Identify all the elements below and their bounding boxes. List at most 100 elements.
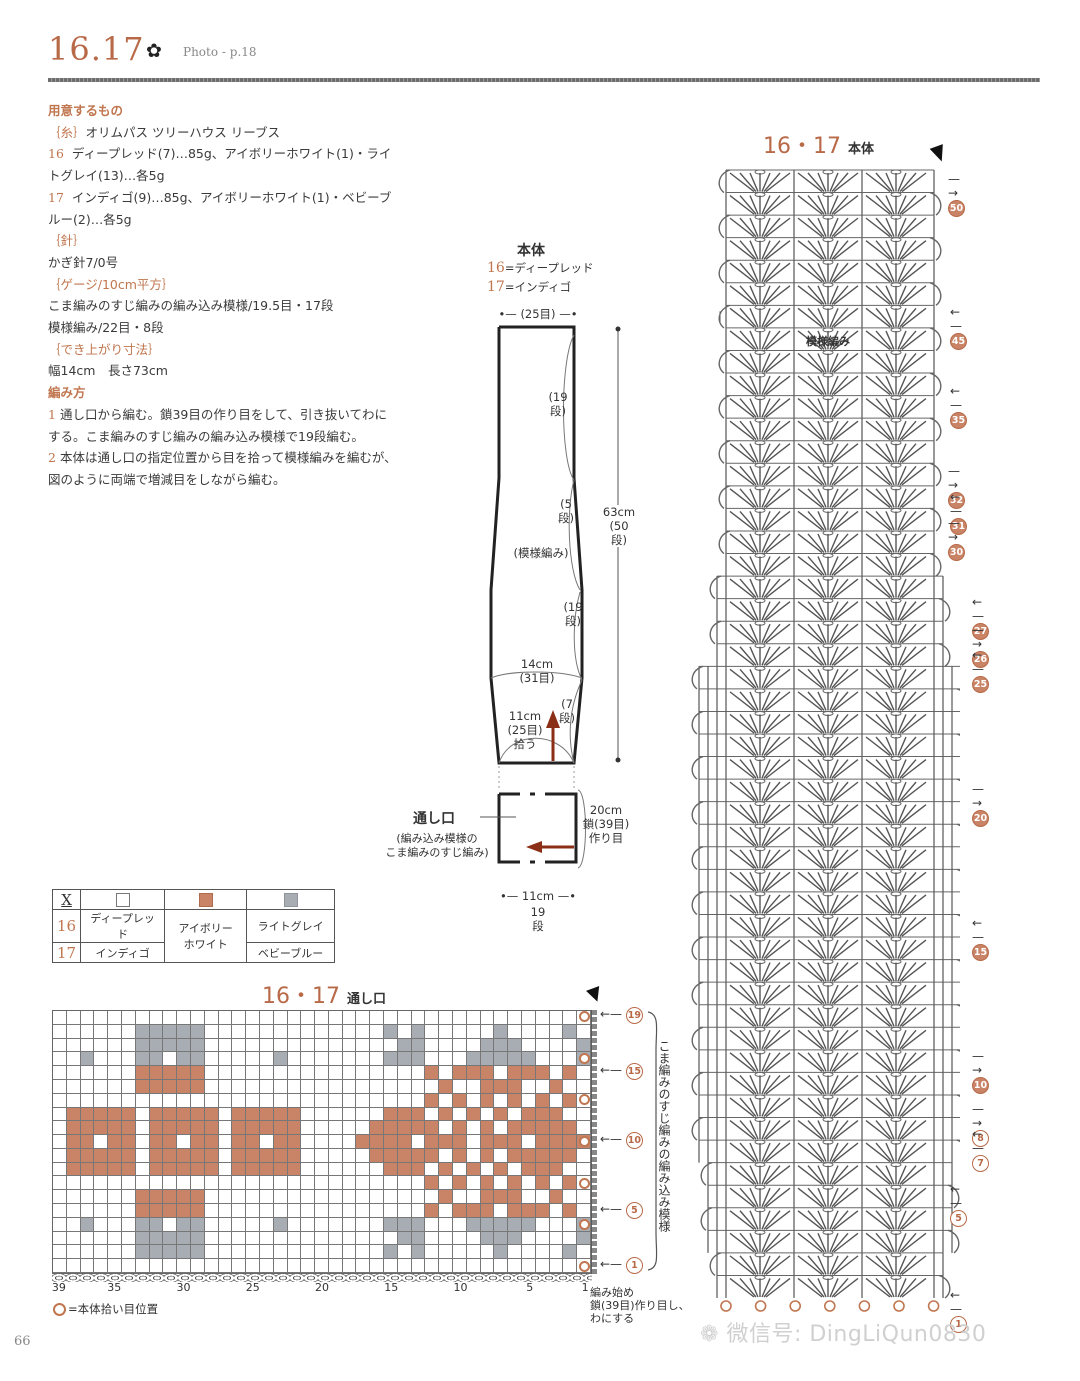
chart-cell (328, 1162, 343, 1177)
chart-cell (287, 1079, 302, 1094)
chart-cell (273, 1204, 288, 1218)
start-note: 編み始め鎖(39目)作り目し、わにする (590, 1286, 690, 1325)
chart-cell (301, 1093, 316, 1108)
chart-cell (522, 1038, 536, 1053)
chart-cell (246, 1079, 260, 1094)
chart-cell (287, 1217, 302, 1232)
chart-cell (315, 1217, 329, 1232)
chart-cell (135, 1176, 150, 1191)
chart-cell (535, 1245, 550, 1260)
step-text: 本体は通し口の指定位置から目を拾って模様編みを編むが、図のように両端で増減目をし… (48, 450, 397, 487)
chart-cell (342, 1024, 357, 1039)
chart-cell (135, 1121, 150, 1136)
size-value: 幅14cm 長さ73cm (48, 363, 168, 379)
label-line: こま編みのすじ編み) (385, 846, 489, 859)
chart-cell (80, 1024, 95, 1039)
yarn-item-17: 17 インディゴ(9)…85g、アイボリーホワイト(1)・ベビーブルー(2)…各… (48, 187, 398, 230)
chart-cell (108, 1024, 122, 1039)
chart-cell (315, 1259, 329, 1273)
chart-cell (163, 1038, 178, 1053)
chart-cell (66, 1217, 81, 1232)
schematic-legend-16: 16=ディープレッド (487, 260, 593, 276)
chart-cell (135, 1135, 150, 1149)
swatch-grey (246, 889, 336, 910)
photo-reference: Photo - p.18 (183, 45, 257, 59)
chart-cell (384, 1190, 398, 1205)
chart-cell (439, 1093, 454, 1108)
chart-cell (149, 1231, 164, 1246)
chart-cell (301, 1038, 316, 1053)
x-tick-label: 25 (245, 1281, 260, 1294)
chart-cell (135, 1011, 150, 1025)
materials-heading: 用意するもの (48, 103, 124, 118)
chart-cell (466, 1217, 481, 1232)
chart-cell (453, 1162, 467, 1177)
chart-cell (508, 1190, 523, 1205)
chart-cell (563, 1135, 578, 1149)
chart-cell (439, 1121, 454, 1136)
chart-cell (121, 1052, 136, 1067)
chart-cell (121, 1231, 136, 1246)
chart-cell (108, 1162, 122, 1177)
chart-cell (108, 1176, 122, 1191)
chart-cell (287, 1231, 302, 1246)
chart-cell (149, 1011, 164, 1025)
chart-cell (439, 1162, 454, 1177)
chart-cell (66, 1107, 81, 1122)
symbol-header: X (51, 889, 82, 910)
label-line: 段 (532, 919, 544, 933)
chart-cell (535, 1093, 550, 1108)
chart-cell (397, 1204, 412, 1218)
opening-label: 通し口 (413, 811, 455, 827)
chart-cell (108, 1231, 122, 1246)
body-row-marker-31: ←— 31 (950, 490, 967, 535)
chart-cell (163, 1107, 178, 1122)
chart-cell (494, 1148, 509, 1163)
chart-cell (53, 1079, 67, 1094)
chart-cell (66, 1135, 81, 1149)
chart-cell (384, 1066, 398, 1080)
chart-cell (94, 1259, 109, 1273)
label-line: 段) (559, 711, 575, 725)
label-line: (編み込み模様の (396, 832, 478, 845)
materials-section: 用意するもの ｛糸｝オリムパス ツリーハウス リーブス 16 ディープレッド(7… (48, 100, 398, 491)
body-row-marker-10: —→ 10 (972, 1049, 989, 1094)
chart-cell (232, 1190, 247, 1205)
chart-cell (508, 1011, 523, 1025)
chart-cell (577, 1079, 591, 1094)
chart-cell (218, 1038, 233, 1053)
chart-cell (522, 1011, 536, 1025)
chart-cell (439, 1176, 454, 1191)
chart-cell (494, 1231, 509, 1246)
chart-cell (204, 1011, 219, 1025)
chart-cell (273, 1079, 288, 1094)
chart-cell (273, 1259, 288, 1273)
chart-cell (204, 1176, 219, 1191)
chart-cell (535, 1052, 550, 1067)
chart-cell (328, 1011, 343, 1025)
chart-cell (246, 1107, 260, 1122)
chart-cell (466, 1231, 481, 1246)
chart-cell (232, 1217, 247, 1232)
chart-cell (508, 1176, 523, 1191)
chart-cell (397, 1176, 412, 1191)
chart-cell (425, 1093, 440, 1108)
chart-cell (163, 1162, 178, 1177)
chart-cell (384, 1052, 398, 1067)
chart-cell (301, 1190, 316, 1205)
chart-cell (80, 1259, 95, 1273)
chart-cell (273, 1148, 288, 1163)
label-line: 19 (530, 905, 546, 919)
watermark-text: 微信号: DingLiQun0830 (726, 1322, 987, 1347)
chart-cell (121, 1121, 136, 1136)
chart-cell (232, 1121, 247, 1136)
x-tick-label: 39 (51, 1281, 66, 1294)
chart-cell (397, 1135, 412, 1149)
chart-cell (370, 1107, 385, 1122)
chart-cell (273, 1231, 288, 1246)
chart-cell (287, 1245, 302, 1260)
label-line: 鎖(39目)作り目し、 (590, 1299, 690, 1312)
chart-cell (508, 1024, 523, 1039)
chart-cell (425, 1245, 440, 1260)
item-number: 16 (48, 146, 64, 162)
